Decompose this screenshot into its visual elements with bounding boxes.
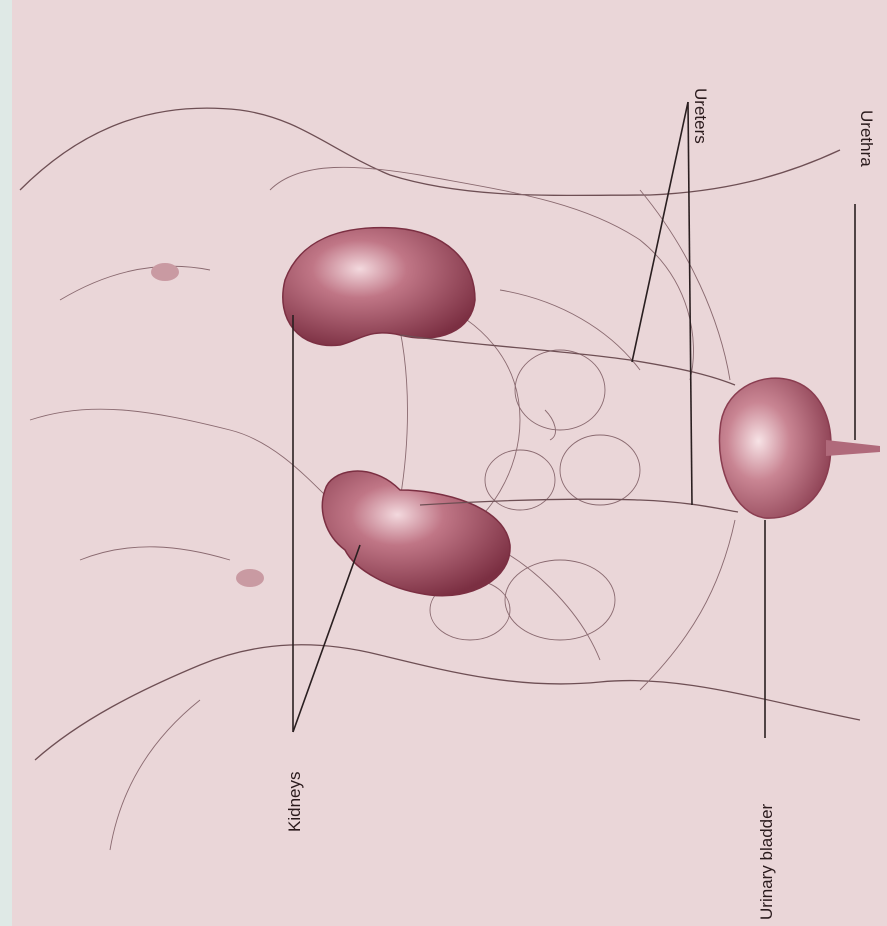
urinary-bladder bbox=[719, 378, 880, 518]
label-kidneys: Kidneys bbox=[285, 772, 304, 832]
label-urinary-bladder: Urinary bladder bbox=[757, 803, 776, 920]
page-edge bbox=[0, 0, 12, 926]
kidney-lower bbox=[322, 471, 510, 596]
label-ureters: Ureters bbox=[691, 88, 710, 144]
ureters bbox=[400, 335, 738, 512]
nipple-right bbox=[236, 569, 264, 587]
nipple-left bbox=[151, 263, 179, 281]
kidney-upper bbox=[283, 228, 475, 346]
label-urethra: Urethra bbox=[857, 110, 876, 167]
